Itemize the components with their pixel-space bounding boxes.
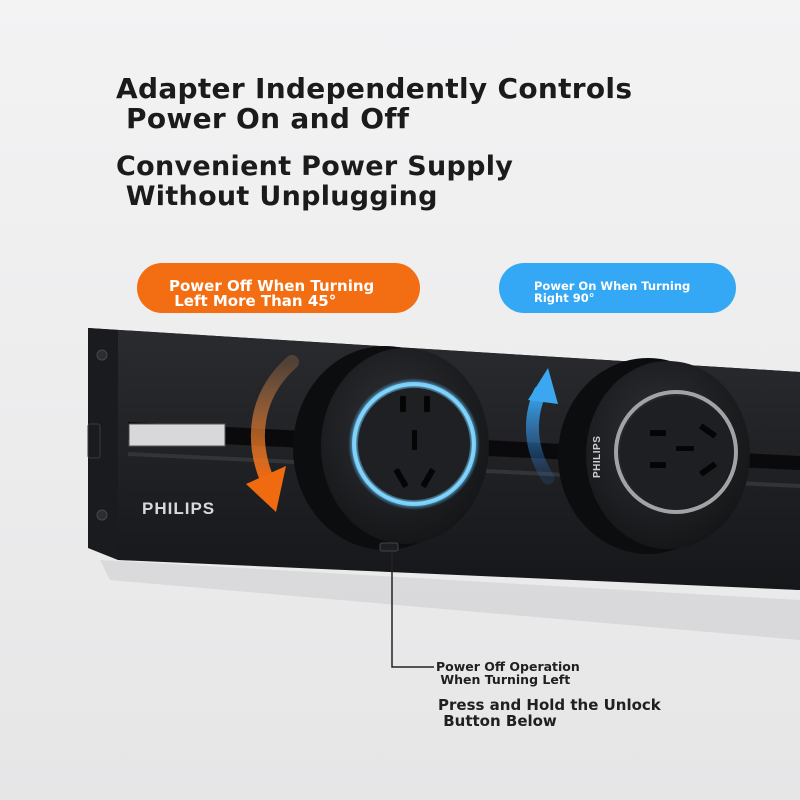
pill-text: Right 90° — [534, 291, 595, 305]
callout-text: Button Below — [438, 712, 557, 730]
adapter-left — [293, 346, 489, 552]
callout-text: When Turning Left — [436, 672, 571, 687]
philips-adapter-logo: PHILIPS — [592, 436, 603, 478]
headline-power-control: Adapter Independently Controls Power On … — [116, 74, 632, 134]
headline-line: Convenient Power Supply — [116, 151, 514, 182]
pill-text: Left More Than 45° — [169, 292, 337, 310]
turn-right-arrow-icon — [525, 368, 558, 485]
callout-leader-line — [391, 552, 434, 668]
pill-text: Power Off When Turning — [169, 277, 375, 295]
philips-track-logo: PHILIPS — [142, 499, 215, 518]
power-on-label-pill: Power On When Turning Right 90° — [499, 263, 736, 313]
track-shadow — [100, 560, 800, 640]
unlock-instruction-callout: Press and Hold the Unlock Button Below — [438, 697, 661, 729]
socket-outlet-icon — [650, 423, 717, 477]
pill-text: Power On When Turning — [534, 279, 691, 293]
gray-ring — [614, 390, 738, 514]
headline-line: Adapter Independently Controls — [116, 72, 633, 105]
power-off-operation-callout: Power Off Operation When Turning Left — [436, 660, 580, 686]
callout-text: Power Off Operation — [436, 659, 580, 674]
callout-text: Press and Hold the Unlock — [438, 696, 661, 714]
headline-convenient-supply: Convenient Power Supply Without Unpluggi… — [116, 152, 513, 212]
headline-line: Power On and Off — [116, 102, 410, 135]
unlock-button — [379, 542, 399, 552]
power-off-label-pill: Power Off When Turning Left More Than 45… — [137, 263, 420, 313]
socket-outlet-icon — [393, 396, 436, 488]
turn-left-arrow-icon — [246, 355, 299, 512]
adapter-right — [558, 358, 750, 554]
headline-line: Without Unplugging — [116, 181, 438, 212]
